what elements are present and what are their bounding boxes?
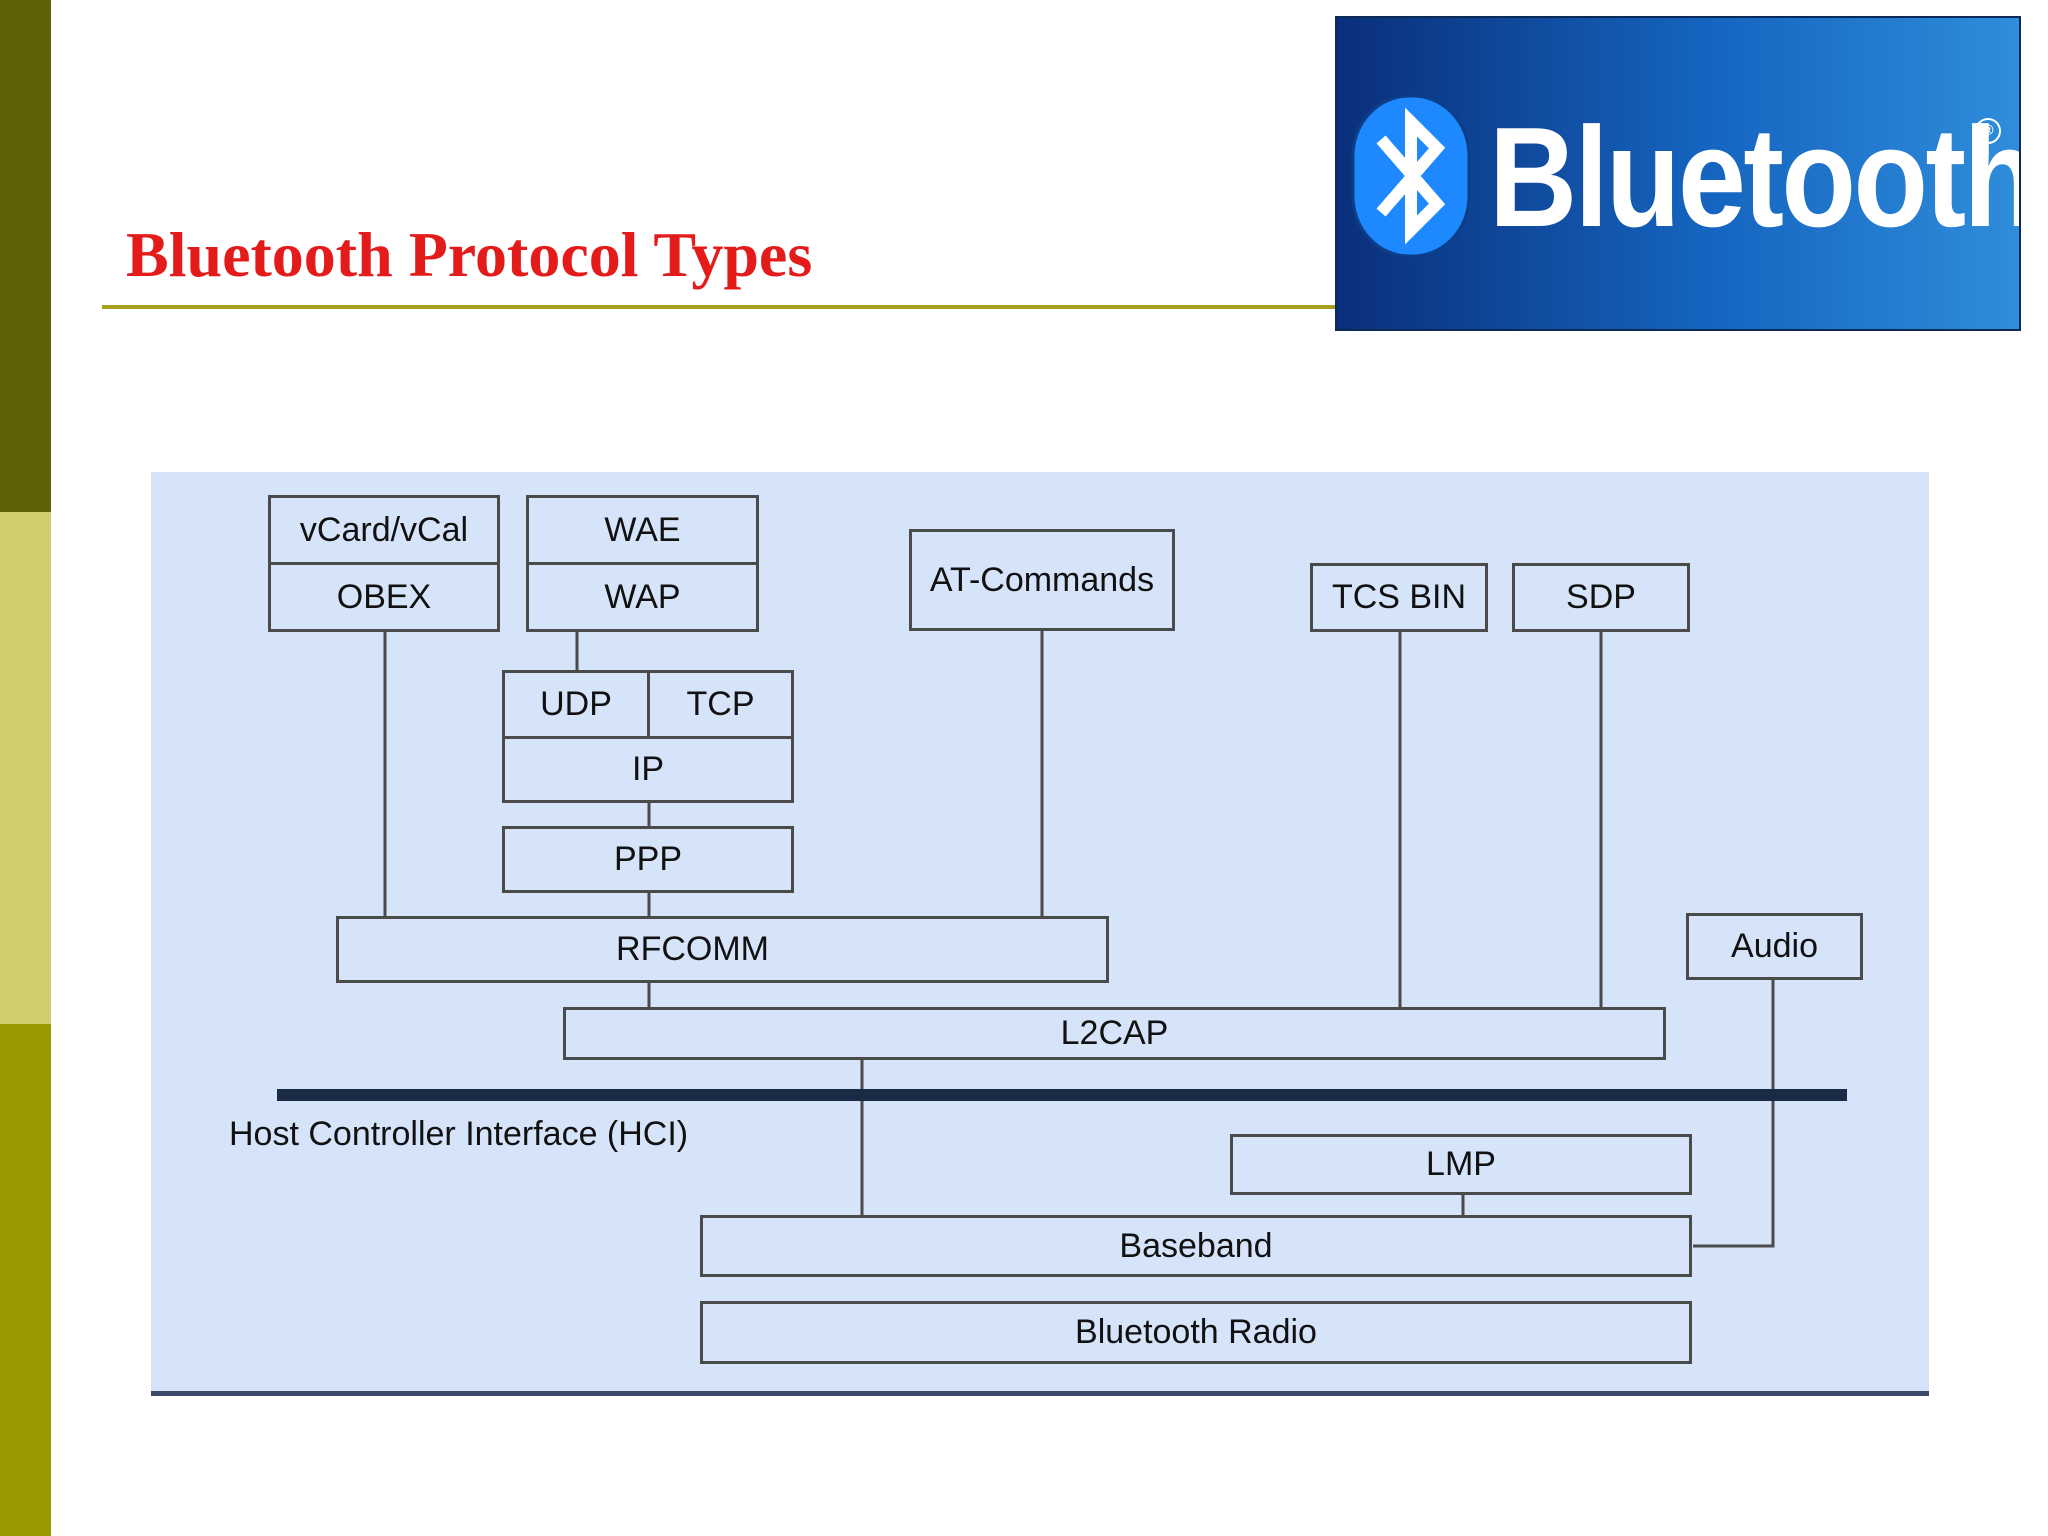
title-underline [102, 305, 1338, 309]
bluetooth-rune-icon [1351, 94, 1471, 258]
layer-tcp: TCP [647, 670, 794, 739]
layer-sdp: SDP [1512, 563, 1690, 632]
hci-divider-bar [277, 1089, 1847, 1101]
layer-bluetooth-radio: Bluetooth Radio [700, 1301, 1692, 1364]
layer-lmp: LMP [1230, 1134, 1692, 1195]
logo-wordmark: Bluetooth [1489, 98, 2021, 257]
layer-wae: WAE [526, 495, 759, 565]
layer-l2cap: L2CAP [563, 1007, 1666, 1060]
layer-at-commands: AT-Commands [909, 529, 1175, 631]
layer-vcard: vCard/vCal [268, 495, 500, 565]
decor-bar-middle [0, 512, 51, 1024]
decor-bar-bottom [0, 1024, 51, 1536]
slide-title: Bluetooth Protocol Types [126, 219, 813, 290]
layer-baseband: Baseband [700, 1215, 1692, 1277]
registered-mark: ® [1975, 118, 2001, 144]
layer-udp: UDP [502, 670, 650, 739]
hci-label: Host Controller Interface (HCI) [229, 1115, 689, 1153]
diagram-bottom-edge [151, 1391, 1929, 1396]
layer-obex: OBEX [268, 562, 500, 632]
decor-bar-top [0, 0, 51, 512]
layer-wap: WAP [526, 562, 759, 632]
layer-ppp: PPP [502, 826, 794, 893]
bluetooth-logo: Bluetooth ® [1335, 16, 2021, 331]
layer-ip: IP [502, 736, 794, 803]
layer-tcs-bin: TCS BIN [1310, 563, 1488, 632]
layer-rfcomm: RFCOMM [336, 916, 1109, 983]
layer-audio: Audio [1686, 913, 1863, 980]
